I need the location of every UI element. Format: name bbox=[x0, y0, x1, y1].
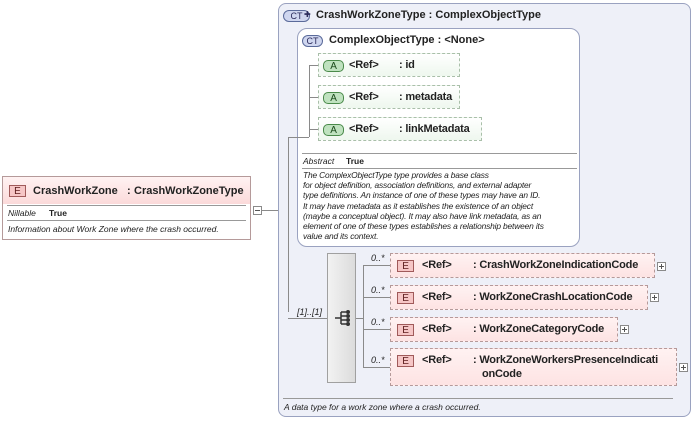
collapse-toggle[interactable] bbox=[253, 206, 262, 215]
connector-line bbox=[309, 65, 318, 66]
attribute-ref: <Ref> bbox=[349, 91, 379, 103]
element-name-line-2: onCode bbox=[482, 368, 522, 380]
sequence-multiplicity: [1]..[1] bbox=[297, 307, 323, 317]
connector-line bbox=[356, 318, 363, 319]
occurrence-label: 0..* bbox=[371, 355, 385, 365]
nillable-value: True bbox=[49, 208, 67, 218]
doc-line: for object definition, association defin… bbox=[303, 180, 532, 191]
element-icon: E bbox=[397, 324, 414, 336]
divider bbox=[7, 220, 246, 221]
connector-line bbox=[363, 265, 364, 368]
attribute-ref: <Ref> bbox=[349, 123, 379, 135]
root-element-doc: Information about Work Zone where the cr… bbox=[8, 224, 219, 234]
connector-line bbox=[288, 318, 327, 319]
expand-toggle[interactable] bbox=[679, 363, 688, 372]
doc-line: value and its context. bbox=[303, 231, 379, 242]
ct-arrow-icon: ✚ bbox=[304, 10, 311, 19]
doc-line: It may have metadata as it establishes t… bbox=[303, 200, 534, 211]
sequence-icon bbox=[335, 310, 350, 326]
root-element-separator: : bbox=[127, 185, 131, 197]
attribute-icon: A bbox=[323, 124, 344, 136]
base-type-title: ComplexObjectType : <None> bbox=[329, 34, 485, 46]
expand-toggle[interactable] bbox=[650, 293, 659, 302]
element-ref: <Ref> bbox=[422, 323, 452, 335]
root-element-type: CrashWorkZoneType bbox=[134, 185, 244, 197]
element-name: : WorkZoneCategoryCode bbox=[473, 323, 605, 335]
doc-line: The ComplexObjectType type provides a ba… bbox=[303, 170, 489, 180]
attribute-name: : id bbox=[399, 59, 415, 71]
doc-line: element of one of these types establishe… bbox=[303, 221, 544, 232]
connector-line bbox=[309, 97, 318, 98]
attribute-ref: <Ref> bbox=[349, 59, 379, 71]
element-icon: E bbox=[397, 355, 414, 367]
connector-line bbox=[363, 329, 390, 330]
element-ref: <Ref> bbox=[422, 354, 452, 366]
abstract-value: True bbox=[346, 156, 364, 166]
sequence-compositor[interactable] bbox=[327, 253, 356, 383]
connector-line bbox=[363, 297, 390, 298]
attribute-name: : linkMetadata bbox=[399, 123, 470, 135]
attribute-metadata[interactable]: A <Ref> : metadata bbox=[318, 85, 460, 109]
element-workzonecrashlocationcode[interactable]: E <Ref> : WorkZoneCrashLocationCode bbox=[390, 285, 648, 310]
attribute-name: : metadata bbox=[399, 91, 453, 103]
divider bbox=[302, 153, 577, 154]
element-icon: E bbox=[9, 185, 26, 197]
nillable-label: Nillable bbox=[8, 208, 36, 218]
connector-line bbox=[262, 210, 278, 211]
base-type-icon: CT bbox=[302, 35, 323, 47]
element-ref: <Ref> bbox=[422, 291, 452, 303]
abstract-label: Abstract bbox=[303, 156, 335, 166]
base-type-doc: The ComplexObjectType type provides a ba… bbox=[303, 170, 579, 241]
expand-toggle[interactable] bbox=[620, 325, 629, 334]
connector-line bbox=[309, 129, 318, 130]
doc-line: type definitions. An instance of one of … bbox=[303, 190, 541, 201]
occurrence-label: 0..* bbox=[371, 285, 385, 295]
attribute-id[interactable]: A <Ref> : id bbox=[318, 53, 460, 77]
element-workzoneworkerspresenceindicationcode[interactable]: E <Ref> : WorkZoneWorkersPresenceIndicat… bbox=[390, 348, 677, 386]
complex-type-doc: A data type for a work zone where a cras… bbox=[284, 402, 481, 412]
doc-line: (maybe a conceptual object). It may also… bbox=[303, 210, 542, 221]
element-name: : CrashWorkZoneIndicationCode bbox=[473, 259, 639, 271]
occurrence-label: 0..* bbox=[371, 253, 385, 263]
divider bbox=[302, 168, 577, 169]
expand-toggle[interactable] bbox=[657, 262, 666, 271]
attribute-linkmetadata[interactable]: A <Ref> : linkMetadata bbox=[318, 117, 482, 141]
divider bbox=[7, 205, 246, 206]
occurrence-label: 0..* bbox=[371, 317, 385, 327]
root-element-box[interactable]: E CrashWorkZone : CrashWorkZoneType Nill… bbox=[2, 176, 251, 240]
connector-line bbox=[288, 137, 309, 138]
attribute-icon: A bbox=[323, 92, 344, 104]
attribute-icon: A bbox=[323, 60, 344, 72]
divider bbox=[283, 398, 673, 399]
connector-line bbox=[363, 367, 390, 368]
element-name-line-1: : WorkZoneWorkersPresenceIndicati bbox=[473, 354, 658, 366]
element-workzonecategorycode[interactable]: E <Ref> : WorkZoneCategoryCode bbox=[390, 317, 618, 342]
connector-line bbox=[309, 65, 310, 137]
connector-line bbox=[363, 265, 390, 266]
element-icon: E bbox=[397, 260, 414, 272]
connector-line bbox=[288, 137, 289, 312]
element-crashworkzoneindicationcode[interactable]: E <Ref> : CrashWorkZoneIndicationCode bbox=[390, 253, 655, 278]
element-name: : WorkZoneCrashLocationCode bbox=[473, 291, 633, 303]
element-ref: <Ref> bbox=[422, 259, 452, 271]
complex-type-icon: CT bbox=[283, 10, 310, 22]
complex-type-title: CrashWorkZoneType : ComplexObjectType bbox=[316, 9, 541, 21]
element-icon: E bbox=[397, 292, 414, 304]
root-element-header bbox=[3, 177, 250, 204]
root-element-name: CrashWorkZone bbox=[33, 185, 118, 197]
